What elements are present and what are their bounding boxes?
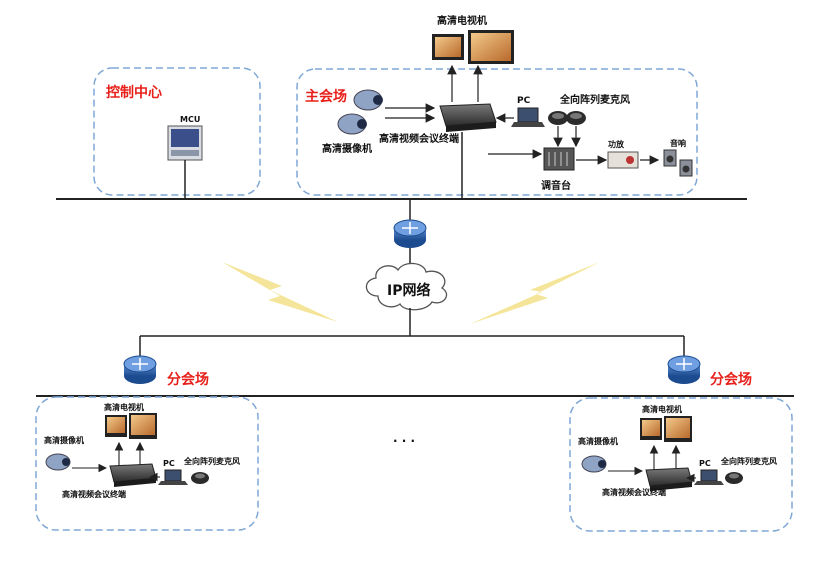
left-pc-icon xyxy=(158,469,188,485)
mcu-label: MCU xyxy=(180,115,200,124)
left-camera-icon xyxy=(45,453,71,471)
left-lightning-icon xyxy=(222,262,338,322)
main-pc-icon xyxy=(511,107,545,127)
right-camera-label: 高清摄像机 xyxy=(578,436,618,446)
left-tv-label: 高清电视机 xyxy=(104,402,144,412)
right-pc-label: PC xyxy=(699,459,711,468)
right-tv-icon xyxy=(640,416,692,442)
ip-network-label: IP网络 xyxy=(387,282,430,299)
main-tv-label: 高清电视机 xyxy=(437,14,487,27)
left-branch-router-icon xyxy=(123,355,157,384)
main-terminal-label: 高清视频会议终端 xyxy=(379,132,459,145)
left-branch-zone xyxy=(35,396,259,531)
right-mic-label: 全向阵列麦克风 xyxy=(720,456,777,466)
mcu-icon xyxy=(167,125,203,161)
main-amp-icon xyxy=(607,151,639,169)
main-camera-label: 高清摄像机 xyxy=(322,142,372,155)
more-branches-ellipsis: · · · xyxy=(393,434,415,448)
core-router-icon xyxy=(393,219,427,248)
control-center-title: 控制中心 xyxy=(106,84,162,101)
main-terminal-icon xyxy=(439,103,497,132)
main-mic-label: 全向阵列麦克风 xyxy=(559,93,630,106)
main-mixer-icon xyxy=(543,147,575,171)
left-branch-title: 分会场 xyxy=(167,371,209,388)
main-mixer-label: 调音台 xyxy=(541,179,571,192)
right-pc-icon xyxy=(694,469,724,485)
right-branch-title: 分会场 xyxy=(710,371,752,388)
main-speaker-icon xyxy=(663,149,693,177)
main-speaker-label: 音响 xyxy=(670,138,686,148)
right-branch-zone xyxy=(569,397,793,532)
left-mic-icon xyxy=(191,472,209,484)
ip-network-cloud-icon xyxy=(365,262,448,311)
right-terminal-label: 高清视频会议终端 xyxy=(602,487,666,497)
main-camera-icon xyxy=(337,89,383,135)
main-amp-label: 功放 xyxy=(608,139,625,149)
left-terminal-icon xyxy=(109,463,157,487)
main-venue-title: 主会场 xyxy=(305,88,347,105)
left-tv-icon xyxy=(105,413,157,439)
right-mic-icon xyxy=(725,472,743,484)
right-tv-label: 高清电视机 xyxy=(642,404,682,414)
left-camera-label: 高清摄像机 xyxy=(44,435,84,445)
left-mic-label: 全向阵列麦克风 xyxy=(183,456,240,466)
main-venue-zone xyxy=(296,68,698,196)
left-terminal-label: 高清视频会议终端 xyxy=(62,489,126,499)
right-camera-icon xyxy=(581,455,607,473)
control-center-zone xyxy=(93,67,261,196)
right-branch-router-icon xyxy=(667,355,701,384)
main-mic-icon xyxy=(548,111,586,125)
left-pc-label: PC xyxy=(163,459,175,468)
main-pc-label: PC xyxy=(517,96,531,106)
right-terminal-icon xyxy=(645,467,693,491)
main-tv-icon xyxy=(432,30,514,64)
right-lightning-icon xyxy=(470,262,600,324)
